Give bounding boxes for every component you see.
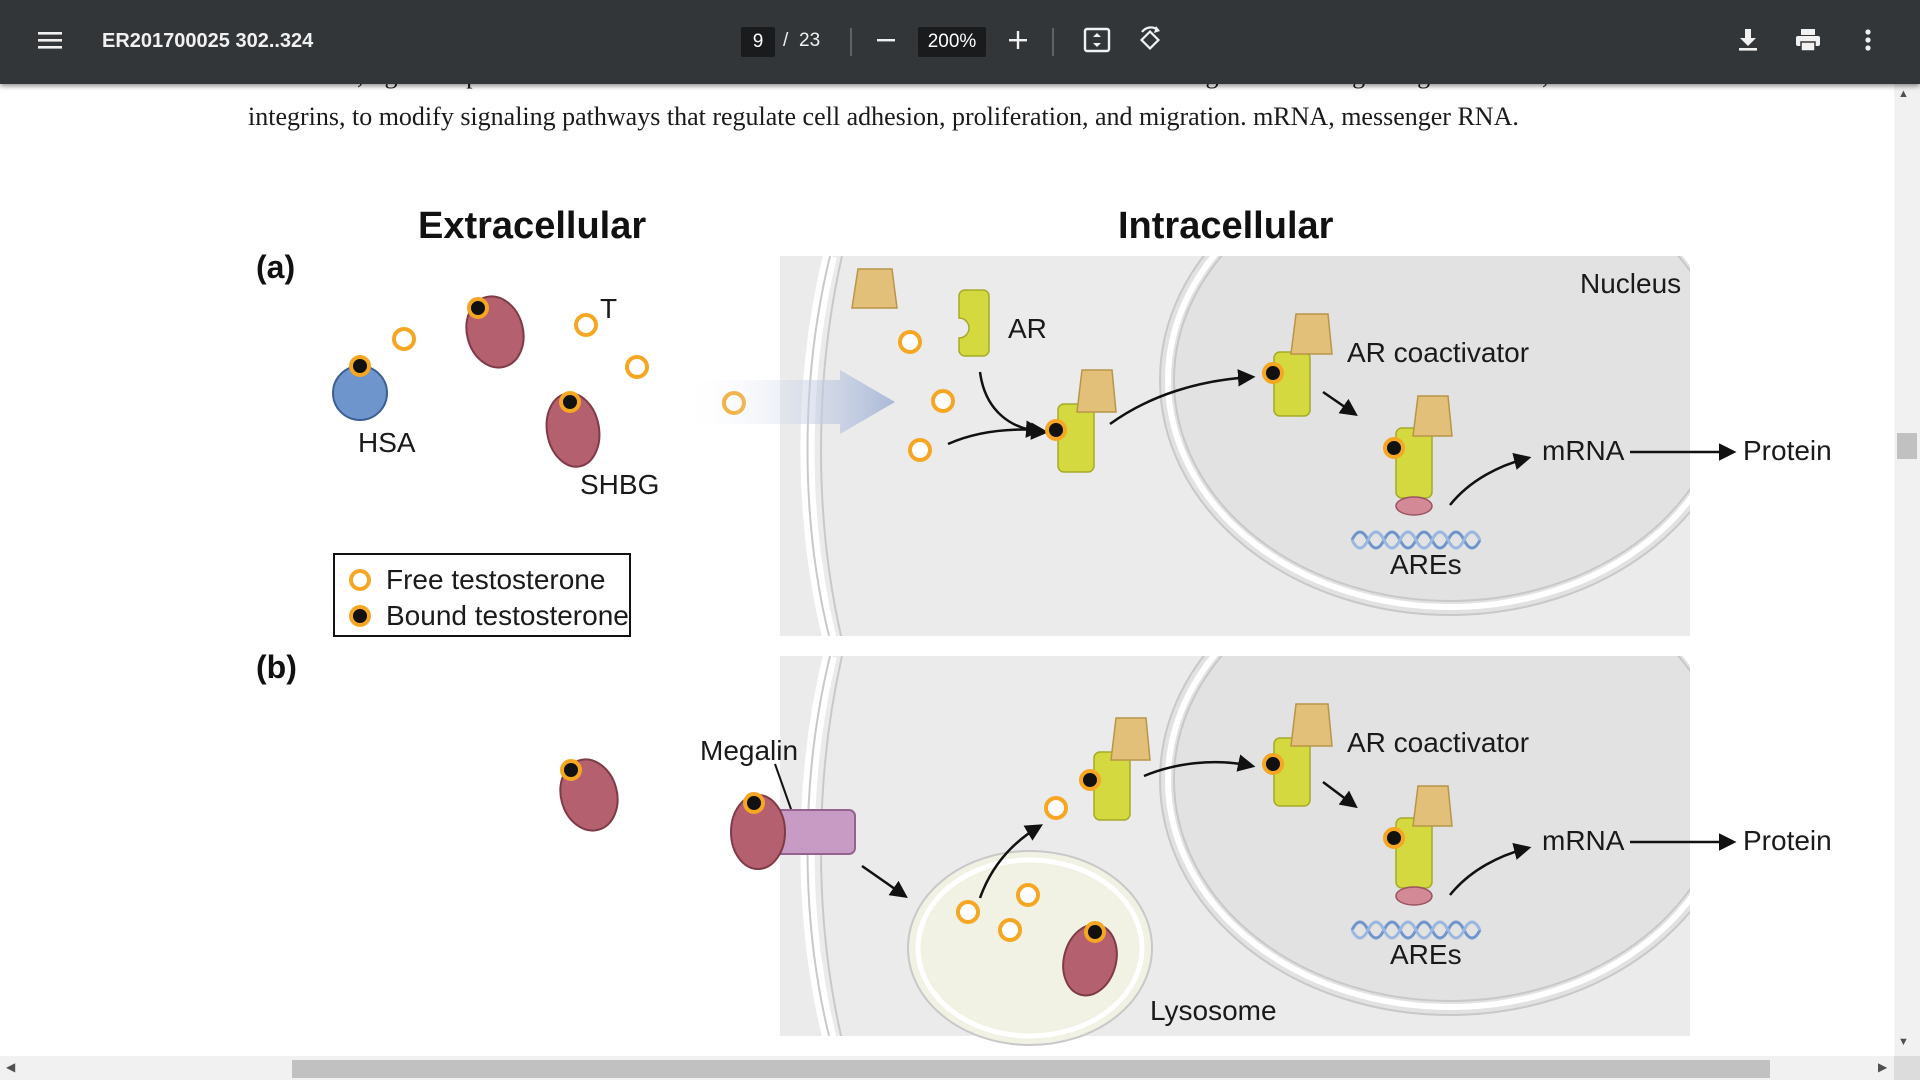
caption-line: integrins, to modify signaling pathways … — [248, 102, 1519, 131]
free-testosterone — [392, 327, 416, 351]
rotate-button[interactable] — [1130, 22, 1170, 62]
label-protein: Protein — [1743, 435, 1832, 466]
label-lysosome: Lysosome — [1150, 995, 1277, 1026]
download-icon — [1737, 28, 1759, 57]
zoom-out-button[interactable] — [866, 22, 906, 62]
print-icon — [1795, 28, 1821, 57]
more-vert-icon — [1864, 28, 1872, 57]
caption-partial-line: this model, ligand dependent interaction… — [248, 84, 1818, 94]
label-t: T — [600, 293, 617, 324]
label-mrna: mRNA — [1542, 825, 1625, 856]
heading-intracellular: Intracellular — [1118, 205, 1334, 247]
page-number-input[interactable]: 9 — [741, 27, 775, 57]
toolbar-divider — [850, 28, 852, 56]
scroll-right-arrow-icon[interactable]: ▶ — [1878, 1060, 1888, 1074]
zoom-input[interactable]: 200% — [918, 27, 986, 57]
label-ares: AREs — [1390, 939, 1462, 970]
rotate-icon — [1136, 25, 1164, 59]
bound-testosterone — [349, 355, 371, 377]
more-options-button[interactable] — [1848, 22, 1888, 62]
legend: Free testosterone Bound testosterone — [333, 553, 631, 637]
label-mrna: mRNA — [1542, 435, 1625, 466]
panel-b-label: (b) — [256, 649, 297, 685]
panel-a-label: (a) — [256, 249, 295, 285]
panel-b-intracellular: Lysosome AR coactivator AREs mRNA Protei… — [907, 703, 1832, 1046]
label-shbg: SHBG — [580, 469, 659, 500]
zoom-in-button[interactable] — [998, 22, 1038, 62]
fit-to-page-button[interactable] — [1077, 22, 1117, 62]
label-ar-coactivator: AR coactivator — [1347, 337, 1529, 368]
toolbar-divider — [1052, 28, 1054, 56]
total-pages: 23 — [799, 30, 821, 51]
horizontal-scroll-thumb[interactable] — [292, 1060, 1770, 1078]
label-megalin: Megalin — [700, 735, 798, 766]
menu-button[interactable] — [30, 22, 70, 62]
pdf-toolbar: ER201700025 302..324 9 / 23 200% — [0, 0, 1920, 84]
label-ar-coactivator: AR coactivator — [1347, 727, 1529, 758]
scroll-left-arrow-icon[interactable]: ◀ — [6, 1060, 16, 1074]
plus-icon — [1008, 30, 1028, 55]
document-title: ER201700025 302..324 — [102, 30, 314, 52]
label-ares: AREs — [1390, 549, 1462, 580]
pdf-page-viewport[interactable]: this model, ligand dependent interaction… — [0, 84, 1894, 1056]
legend-free-label: Free testosterone — [386, 564, 605, 595]
entry-arrow — [682, 370, 895, 434]
panel-a-extracellular: HSA SHBG T — [332, 293, 895, 500]
lysosome-shape — [907, 850, 1153, 1046]
scrollbar-corner — [1894, 1056, 1920, 1080]
fit-page-icon — [1083, 27, 1111, 58]
panel-b-extracellular: Megalin — [559, 735, 908, 899]
menu-icon — [38, 30, 62, 55]
heading-extracellular: Extracellular — [418, 205, 646, 247]
label-hsa: HSA — [358, 427, 416, 458]
legend-free-swatch — [349, 569, 371, 591]
coactivator — [851, 268, 898, 309]
scroll-up-arrow-icon[interactable]: ▲ — [1898, 88, 1909, 100]
label-nucleus: Nucleus — [1580, 268, 1681, 299]
page-separator: / — [783, 30, 789, 51]
vertical-scrollbar[interactable] — [1894, 84, 1920, 1056]
panel-a-intracellular: AR AR coactivator Nucleus AREs mRNA — [851, 268, 1832, 580]
figure: Extracellular Intracellular (a) (b) — [256, 205, 1832, 1046]
legend-bound-label: Bound testosterone — [386, 600, 629, 631]
scroll-down-arrow-icon[interactable]: ▼ — [1898, 1036, 1909, 1048]
androgen-receptor — [958, 289, 990, 357]
label-protein: Protein — [1743, 825, 1832, 856]
minus-icon — [876, 30, 896, 55]
vertical-scroll-thumb[interactable] — [1897, 433, 1917, 459]
download-button[interactable] — [1728, 22, 1768, 62]
label-ar: AR — [1008, 313, 1047, 344]
print-button[interactable] — [1788, 22, 1828, 62]
legend-bound-swatch — [349, 605, 371, 627]
